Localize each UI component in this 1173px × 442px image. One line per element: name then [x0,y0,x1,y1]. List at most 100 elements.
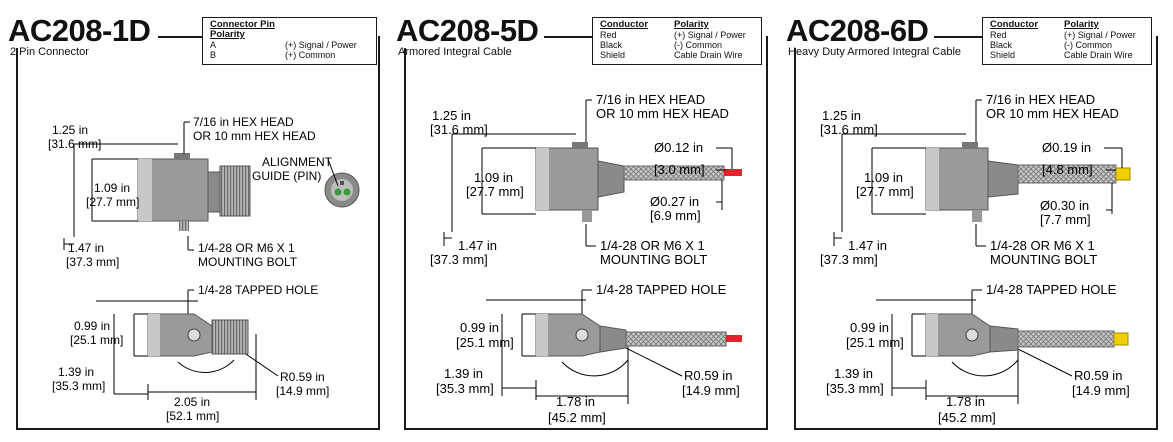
table-cell: Red [600,30,617,40]
dim-radius: R0.59 in [280,370,325,384]
sensor-side-view [535,142,742,222]
sensor-top-view [925,313,1129,377]
dim-height: 1.25 in [52,123,88,137]
table-cell: Cable Drain Wire [1064,50,1133,60]
dim-body-height-mm: [25.1 mm] [846,335,904,350]
table-header-2: Polarity [674,19,709,30]
table-cell: Red [990,30,1007,40]
model-subtitle: Armored Integral Cable [398,46,512,58]
table-cell: (+) Signal / Power [674,30,746,40]
dim-hex-2: OR 10 mm HEX HEAD [193,129,316,143]
panel-ac208-1d: AC208-1D 2 Pin Connector Connector Pin P… [8,14,383,434]
dim-radius-mm: [14.9 mm] [1072,383,1130,398]
dim-inner-height-mm: [27.7 mm] [856,184,914,199]
bolt-label-2: MOUNTING BOLT [600,252,707,267]
pin-table: Connector Pin Polarity A B (+) Signal / … [202,17,377,65]
model-title: AC208-6D [786,14,935,48]
panel-frame [794,36,1158,430]
sensor-top-view [147,313,249,373]
table-cell: A [210,40,217,50]
bolt-label: 1/4-28 OR M6 X 1 [198,241,295,255]
dim-inner-height-mm: [27.7 mm] [466,184,524,199]
dim-length-mm: [45.2 mm] [548,410,606,425]
dimension-lines [443,99,733,404]
dim-body-height: 0.99 in [850,320,889,335]
dim-body-height-mm: [25.1 mm] [70,333,123,347]
panel-ac208-6d: AC208-6D Heavy Duty Armored Integral Cab… [786,14,1161,434]
bolt-label: 1/4-28 OR M6 X 1 [600,238,705,253]
table-cell: Cable Drain Wire [674,50,743,60]
table-cell: (+) Signal / Power [1064,30,1136,40]
conductor-table: Conductor Red Black Shield Polarity (+) … [592,17,762,65]
dim-body-width-mm: [35.3 mm] [826,381,884,396]
panel-ac208-5d: AC208-5D Armored Integral Cable Conducto… [396,14,771,434]
dim-hex-2: OR 10 mm HEX HEAD [986,106,1119,121]
dim-side-width-mm: [37.3 mm] [430,252,488,267]
sensor-side-view [925,142,1131,222]
panel-frame-top [158,36,202,38]
dim-radius-mm: [14.9 mm] [276,384,329,398]
dim-side-width-mm: [37.3 mm] [66,255,119,269]
dim-inner-height: 1.09 in [864,170,903,185]
dim-cable-dia-mm: [7.7 mm] [1040,212,1091,227]
dim-hex: 7/16 in HEX HEAD [596,92,705,107]
dim-cable-dia: Ø0.30 in [1040,198,1089,213]
dim-cable-dia-mm: [6.9 mm] [650,208,701,223]
dim-side-width: 1.47 in [68,241,104,255]
panel-frame-top [932,36,982,38]
table-header-1: Conductor [990,19,1039,30]
sensor-side-view [137,153,251,231]
table-cell: B [210,50,217,60]
dim-body-width: 1.39 in [834,366,873,381]
table-header-1: Conductor [600,19,649,30]
table-cell: (+) Signal / Power [285,40,357,50]
dim-height: 1.25 in [822,108,861,123]
dim-radius-mm: [14.9 mm] [682,383,740,398]
dim-wire-dia-mm: [3.0 mm] [654,162,705,177]
table-header-2: Polarity [210,29,245,40]
dim-inner-height: 1.09 in [94,181,130,195]
bolt-label-2: MOUNTING BOLT [990,252,1097,267]
dim-side-width: 1.47 in [458,238,497,253]
dim-height-mm: [31.6 mm] [430,122,488,137]
dim-hex-2: OR 10 mm HEX HEAD [596,106,729,121]
panel-frame [16,36,380,430]
sensor-top-view [535,313,742,377]
dim-wire-dia-mm: [4.8 mm] [1042,162,1093,177]
dimension-lines [833,99,1123,404]
alignment-label-2: GUIDE (PIN) [252,169,321,183]
dim-body-height: 0.99 in [74,319,110,333]
model-title: AC208-1D [8,14,157,48]
dim-body-height: 0.99 in [460,320,499,335]
dim-length: 1.78 in [946,394,985,409]
bolt-label-2: MOUNTING BOLT [198,255,298,269]
dim-wire-dia: Ø0.12 in [654,140,703,155]
dim-height-mm: [31.6 mm] [48,137,101,151]
dimension-lines [63,121,279,400]
dim-length-mm: [52.1 mm] [166,409,219,423]
dim-side-width: 1.47 in [848,238,887,253]
dim-wire-dia: Ø0.19 in [1042,140,1091,155]
dim-body-width: 1.39 in [444,366,483,381]
ac208-5d-drawing: 1.25 in [31.6 mm] 7/16 in HEX HEAD OR 10… [430,92,742,425]
table-cell: Black [600,40,623,50]
panel-frame [404,36,768,430]
dim-hex: 7/16 in HEX HEAD [193,115,294,129]
table-cell: (+) Common [285,50,336,60]
model-subtitle: Heavy Duty Armored Integral Cable [788,46,962,58]
model-title: AC208-5D [396,14,545,48]
model-subtitle: 2 Pin Connector [10,46,89,58]
dim-inner-height: 1.09 in [474,170,513,185]
conductor-table: Conductor Red Black Shield Polarity (+) … [982,17,1152,65]
connector-end-view [324,158,360,208]
panel-frame-top [542,36,592,38]
dim-hex: 7/16 in HEX HEAD [986,92,1095,107]
table-cell: Black [990,40,1013,50]
dim-body-width: 1.39 in [58,365,94,379]
tapped-hole-label: 1/4-28 TAPPED HOLE [596,282,727,297]
dim-height-mm: [31.6 mm] [820,122,878,137]
bolt-label: 1/4-28 OR M6 X 1 [990,238,1095,253]
ac208-6d-drawing: 1.25 in [31.6 mm] 7/16 in HEX HEAD OR 10… [820,92,1131,425]
dim-cable-dia: Ø0.27 in [650,194,699,209]
dim-body-width-mm: [35.3 mm] [52,379,105,393]
